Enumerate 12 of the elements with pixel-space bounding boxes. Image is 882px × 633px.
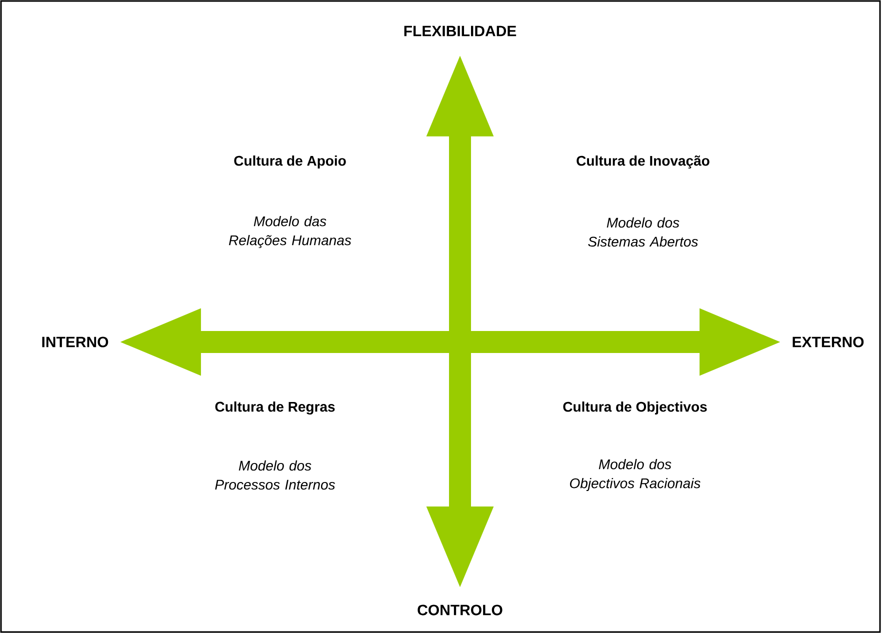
axis-label: FLEXIBILIDADE xyxy=(404,26,516,36)
quadrant-description: Modelo das Relações Humanas xyxy=(228,216,352,248)
quadrant-description: Modelo dos Sistemas Abertos xyxy=(588,217,698,247)
quadrant-heading: Cultura de Objectivos xyxy=(563,401,707,415)
axis-label: CONTROLO xyxy=(418,604,502,616)
quadrant-description: Modelo dos Objectivos Racionais xyxy=(570,458,700,492)
quadrant-heading: Cultura de Regras xyxy=(215,401,335,415)
quadrant-description: Modelo dos Processos Internos xyxy=(215,460,335,490)
axis-label: INTERNO xyxy=(42,336,108,348)
quadrant-heading: Cultura de Inovação xyxy=(576,155,710,169)
axis-label: EXTERNO xyxy=(792,336,864,348)
quadrant-heading: Cultura de Apoio xyxy=(234,155,346,169)
